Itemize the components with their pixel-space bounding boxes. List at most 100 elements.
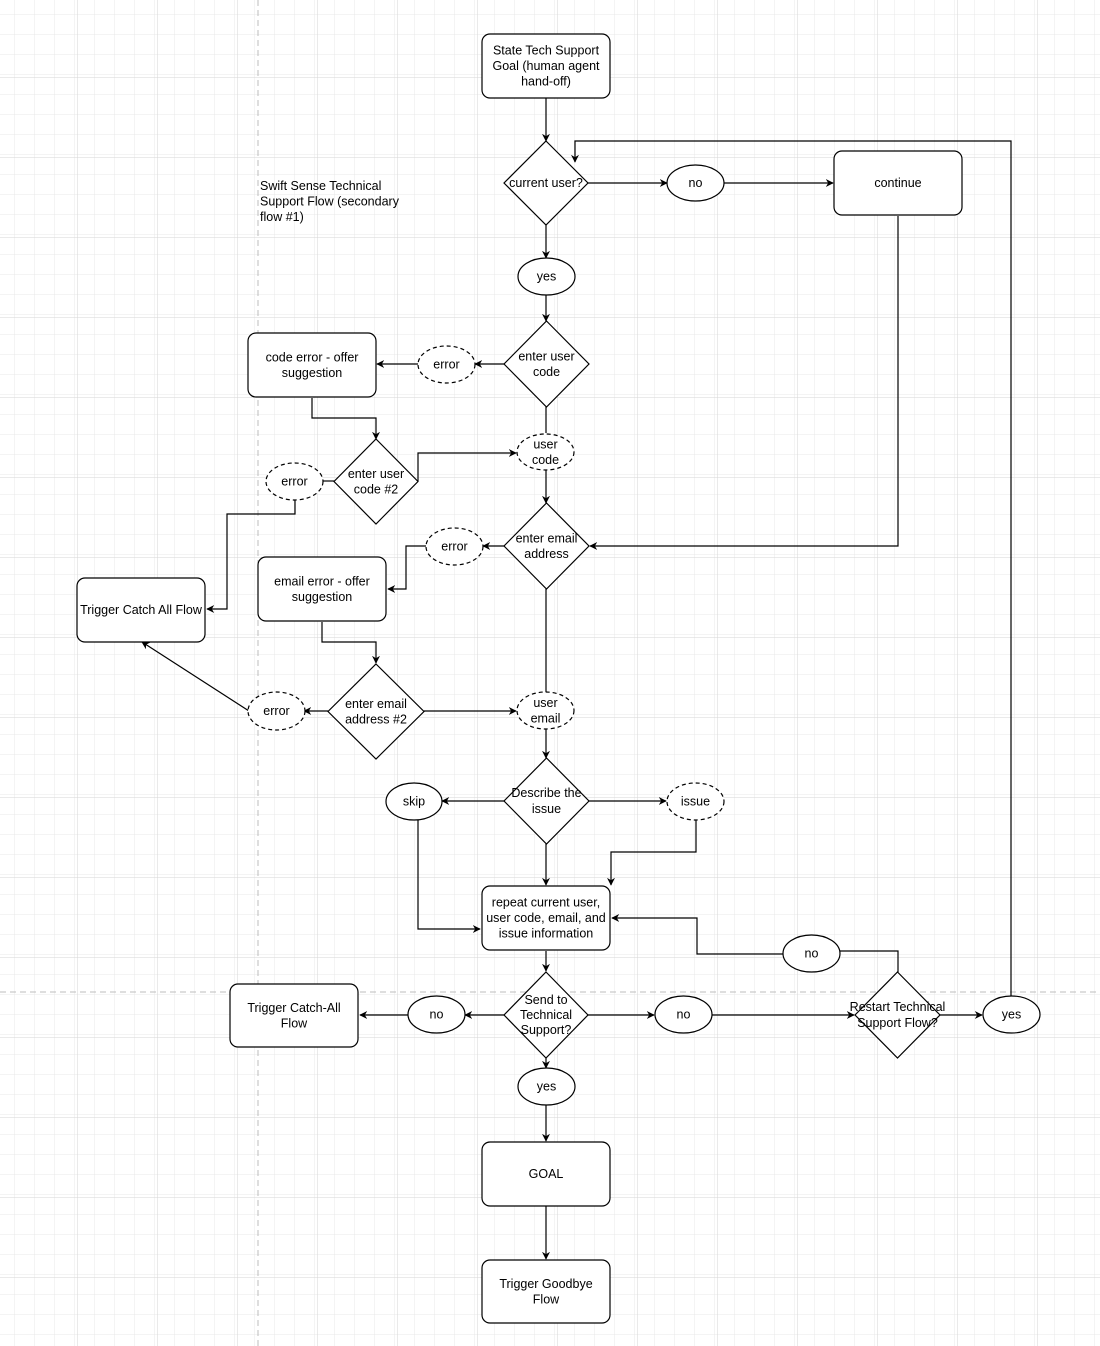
edge-error-to-email-error xyxy=(387,545,426,593)
error-label-node-shape xyxy=(417,345,476,384)
error-label-node-text: error xyxy=(433,358,459,372)
yes-label-node-shape xyxy=(517,257,576,296)
error-label-node: error xyxy=(247,691,306,731)
user-code-node-text: code xyxy=(532,453,559,467)
enter-email-decision-shape xyxy=(503,502,590,590)
no-label-node-text: no xyxy=(430,1008,444,1022)
edge-enter-code-2-to-user-code xyxy=(417,449,517,481)
no-label-node-shape xyxy=(666,164,725,202)
issue-node: issue xyxy=(666,782,725,821)
restart-flow-decision-text: Restart Technical xyxy=(850,1000,946,1014)
repeat-info-node-shape xyxy=(481,885,611,951)
send-tech-support-decision-text: Support? xyxy=(521,1023,572,1037)
trigger-catch-all-node: Trigger Catch All Flow xyxy=(76,577,206,643)
code-error-node-shape xyxy=(247,332,377,398)
swift-sense-annotation: flow #1) xyxy=(260,210,304,224)
restart-flow-decision-text: Support Flow? xyxy=(857,1016,938,1030)
start-node-text: hand-off) xyxy=(521,75,571,89)
no-label-node-text: no xyxy=(677,1008,691,1022)
yes-label-node: yes xyxy=(982,995,1041,1034)
repeat-info-node-text: repeat current user, xyxy=(492,896,600,910)
enter-email-2-decision-shape xyxy=(327,663,425,760)
edges-layer xyxy=(141,98,1012,1260)
edge-error-to-trigger-catch-all xyxy=(206,500,296,613)
yes-label-node-text: yes xyxy=(1002,1008,1021,1022)
user-email-node-text: user xyxy=(533,696,557,710)
error-label-node: error xyxy=(417,345,476,384)
error-label-node-shape xyxy=(425,527,484,566)
user-email-node-text: email xyxy=(531,711,561,725)
error-label-node-shape xyxy=(247,691,306,731)
enter-user-code-2-decision-shape xyxy=(333,438,419,525)
error-label-node-text: error xyxy=(263,704,289,718)
continue-node-shape xyxy=(833,150,963,216)
skip-label-node-shape xyxy=(385,782,443,821)
trigger-goodbye-node-shape xyxy=(481,1259,611,1324)
edge-restart-to-no xyxy=(840,950,899,972)
trigger-goodbye-node-text: Flow xyxy=(533,1292,560,1306)
enter-email-decision: enter email address xyxy=(503,502,590,590)
send-tech-support-decision-text: Technical xyxy=(520,1008,572,1022)
edge-email-error-to-enter-email-2 xyxy=(321,622,380,664)
enter-user-code-decision-text: code xyxy=(533,365,560,379)
enter-email-2-decision-text: enter email xyxy=(345,697,407,711)
error-label-node-text: error xyxy=(441,540,467,554)
trigger-catch-all-2-node-text: Flow xyxy=(281,1016,308,1030)
goal-node-text: GOAL xyxy=(529,1167,564,1181)
start-node-shape xyxy=(481,33,611,99)
trigger-catch-all-node-shape xyxy=(76,577,206,643)
repeat-info-node-text: user code, email, and xyxy=(486,911,606,925)
swift-sense-annotation: Support Flow (secondary xyxy=(260,195,400,209)
trigger-catch-all-node-text: Trigger Catch All Flow xyxy=(80,603,203,617)
error-label-node-text: error xyxy=(281,475,307,489)
edge-yes-loop-to-current-user xyxy=(571,140,1012,996)
describe-issue-decision-text: issue xyxy=(532,802,561,816)
current-user-decision-shape xyxy=(503,140,589,226)
no-label-node: no xyxy=(782,934,841,973)
no-label-node-shape xyxy=(782,934,841,973)
no-label-node: no xyxy=(407,995,466,1034)
error-label-node: error xyxy=(265,462,324,501)
swift-sense-annotation: Swift Sense Technical xyxy=(260,179,381,193)
edge-error-to-trigger-catch-all-2 xyxy=(141,641,250,712)
issue-node-text: issue xyxy=(681,795,710,809)
edge-code-error-to-enter-code-2 xyxy=(311,398,380,440)
trigger-goodbye-node-text: Trigger Goodbye xyxy=(499,1277,592,1291)
restart-flow-decision-shape xyxy=(854,971,941,1059)
continue-node-text: continue xyxy=(874,176,921,190)
edge-continue-to-enter-email xyxy=(589,216,899,550)
enter-user-code-2-decision-text: code #2 xyxy=(354,482,399,496)
no-label-node: no xyxy=(666,164,725,202)
edge-issue-to-repeat xyxy=(607,820,697,886)
enter-user-code-decision-shape xyxy=(503,320,590,408)
yes-label-node: yes xyxy=(517,257,576,296)
issue-node-shape xyxy=(666,782,725,821)
goal-node: GOAL xyxy=(481,1141,611,1207)
email-error-node-shape xyxy=(257,556,387,622)
enter-email-2-decision-text: address #2 xyxy=(345,712,407,726)
enter-email-decision-text: enter email xyxy=(516,531,578,545)
current-user-decision: current user? xyxy=(503,140,589,226)
no-label-node: no xyxy=(654,995,713,1034)
trigger-catch-all-2-node-shape xyxy=(229,983,359,1048)
code-error-node-text: code error - offer xyxy=(266,350,359,364)
start-node-text: State Tech Support xyxy=(493,44,600,58)
yes-label-node-text: yes xyxy=(537,270,556,284)
yes-label-node: yes xyxy=(517,1067,576,1106)
enter-email-decision-text: address xyxy=(524,547,568,561)
user-code-node-shape xyxy=(516,433,575,471)
email-error-node-text: suggestion xyxy=(292,590,353,604)
edge-skip-to-repeat xyxy=(417,820,481,933)
